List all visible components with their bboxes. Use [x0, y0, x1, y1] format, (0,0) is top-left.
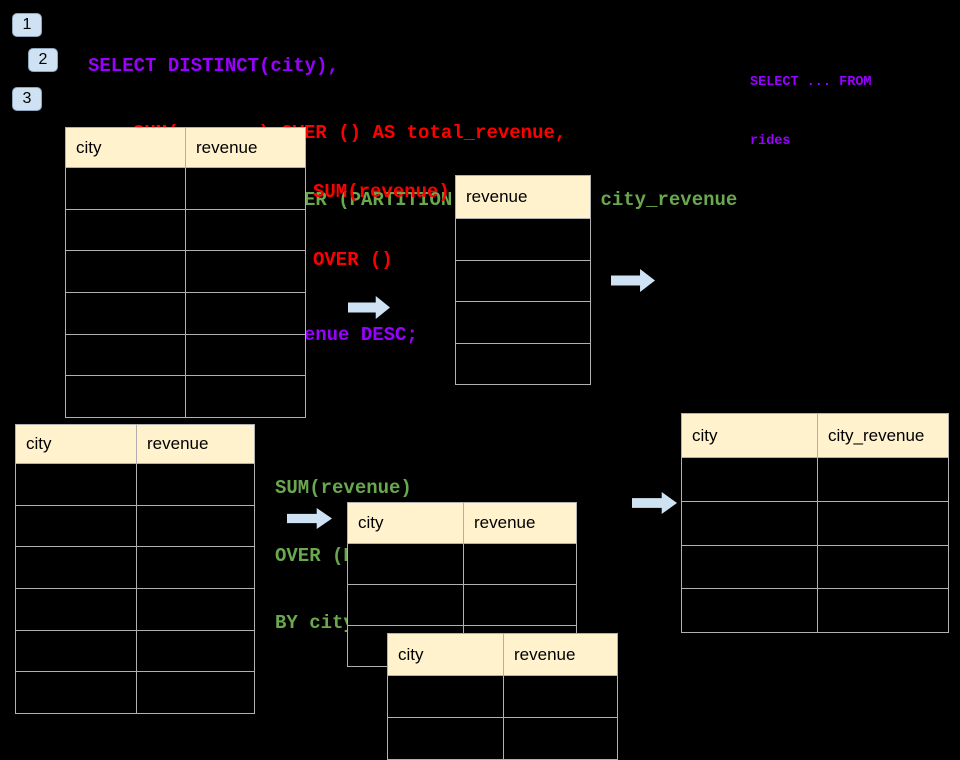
empty-cell — [456, 260, 591, 302]
table-total-result-header-revenue: revenue — [456, 176, 591, 219]
empty-cell — [186, 209, 306, 252]
step-badge-2-label: 2 — [38, 51, 48, 68]
empty-cell — [818, 545, 949, 590]
empty-cell — [682, 501, 818, 546]
table-final-result-header-city-revenue: city_revenue — [818, 414, 949, 458]
sql-line-select: SELECT DISTINCT(city), — [88, 54, 339, 77]
table-source-bottom: city revenue — [15, 424, 255, 715]
table-partition-step-header-revenue: revenue — [464, 503, 577, 544]
empty-cell — [137, 547, 255, 590]
empty-cell — [16, 630, 137, 673]
step-badge-2: 2 — [28, 48, 58, 72]
total-revenue-annotation: SUM(revenue) OVER () — [313, 136, 450, 294]
table-partition-overlay-header-city: city — [388, 634, 504, 676]
empty-cell — [456, 343, 591, 385]
empty-cell — [66, 293, 186, 335]
table-source-bottom-header-revenue: revenue — [137, 425, 255, 464]
table-source-bottom-header-city: city — [16, 425, 137, 464]
empty-cell — [818, 501, 949, 546]
empty-cell — [456, 302, 591, 344]
step-badge-3: 3 — [12, 87, 42, 111]
empty-cell — [137, 589, 255, 631]
empty-cell — [66, 376, 186, 419]
empty-cell — [388, 676, 504, 718]
side-note: SELECT ... FROM rides — [750, 34, 872, 171]
table-partition-overlay-header-revenue: revenue — [504, 634, 618, 676]
empty-cell — [818, 589, 949, 634]
empty-cell — [66, 209, 186, 252]
step-badge-3-label: 3 — [22, 90, 32, 107]
empty-cell — [464, 585, 577, 626]
empty-cell — [186, 251, 306, 294]
total-annotation-line-1: SUM(revenue) — [313, 181, 450, 203]
empty-cell — [16, 464, 137, 506]
empty-cell — [504, 676, 618, 718]
empty-cell — [66, 168, 186, 210]
table-total-result: revenue — [455, 175, 591, 385]
empty-cell — [16, 589, 137, 631]
empty-cell — [186, 293, 306, 335]
empty-cell — [186, 376, 306, 419]
empty-cell — [137, 630, 255, 673]
empty-cell — [456, 219, 591, 261]
empty-cell — [348, 544, 464, 585]
table-source-top-header-city: city — [66, 128, 186, 168]
empty-cell — [186, 168, 306, 210]
total-annotation-line-2: OVER () — [313, 248, 393, 271]
empty-cell — [682, 458, 818, 502]
empty-cell — [682, 545, 818, 590]
table-source-top-header-revenue: revenue — [186, 128, 306, 168]
empty-cell — [186, 334, 306, 377]
side-note-line-1: SELECT ... FROM — [750, 75, 872, 90]
side-note-line-2: rides — [750, 133, 791, 149]
table-partition-step-overlay: city revenue — [387, 633, 618, 760]
empty-cell — [66, 251, 186, 294]
empty-cell — [348, 585, 464, 626]
empty-cell — [137, 672, 255, 715]
empty-cell — [818, 458, 949, 502]
empty-cell — [66, 334, 186, 377]
flow-arrow-icon-to-final-table — [632, 492, 677, 514]
empty-cell — [137, 505, 255, 548]
empty-cell — [16, 672, 137, 715]
empty-cell — [16, 547, 137, 590]
step-badge-1-label: 1 — [22, 16, 32, 33]
table-final-result: city city_revenue — [681, 413, 949, 634]
step-badge-1: 1 — [12, 13, 42, 37]
empty-cell — [16, 505, 137, 548]
empty-cell — [388, 718, 504, 760]
table-partition-step-header-city: city — [348, 503, 464, 544]
table-final-result-header-city: city — [682, 414, 818, 458]
table-source-top: city revenue — [65, 127, 306, 419]
empty-cell — [137, 464, 255, 506]
partition-annotation-line-1: SUM(revenue) — [275, 477, 412, 499]
empty-cell — [504, 718, 618, 760]
empty-cell — [464, 544, 577, 585]
slide-canvas: { "colors": { "background": "#000000", "… — [12, 13, 949, 760]
empty-cell — [682, 589, 818, 634]
